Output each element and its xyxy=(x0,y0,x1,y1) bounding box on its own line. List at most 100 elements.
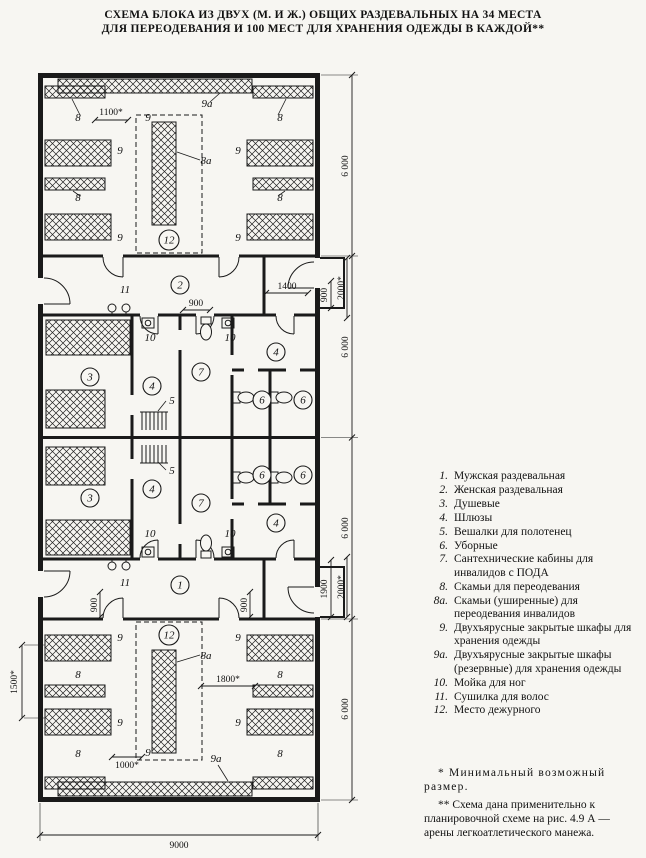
footnotes: * Минимальный возможный размер. ** Схема… xyxy=(424,766,642,840)
ref-label: 8а xyxy=(201,650,213,662)
ref-label: 5 xyxy=(169,395,175,407)
dim-label: 1800* xyxy=(216,675,240,685)
ref-label: 9 xyxy=(145,112,151,124)
room-number: 4 xyxy=(273,347,279,359)
room-circle xyxy=(142,376,162,396)
hair-dryer-icons xyxy=(107,303,131,571)
legend-item-text: Двухъярусные закрытые шкафы (резервные) … xyxy=(454,649,622,675)
dimension-ticks xyxy=(18,71,356,839)
legend-item-number: 12. xyxy=(433,704,448,717)
room-circle xyxy=(191,493,211,513)
room-circle xyxy=(80,367,100,387)
drawing-title: СХЕМА БЛОКА ИЗ ДВУХ (М. И Ж.) ОБЩИХ РАЗД… xyxy=(0,8,646,36)
entrance-vestibules xyxy=(320,257,345,618)
legend-item-number: 8а. xyxy=(433,594,448,607)
drawing-title-line2: ДЛЯ ПЕРЕОДЕВАНИЯ И 100 МЕСТ ДЛЯ ХРАНЕНИЯ… xyxy=(101,23,545,35)
ref-label: 11 xyxy=(120,284,130,296)
dimension-lines xyxy=(21,75,353,836)
room-circle xyxy=(170,275,190,295)
legend-item-number: 9а. xyxy=(433,649,448,662)
dim-label: 1400 xyxy=(278,282,297,292)
room-number: 4 xyxy=(273,518,279,530)
ref-label: 8 xyxy=(277,192,283,204)
room-circle xyxy=(252,390,272,410)
ref-label: 9а xyxy=(211,753,223,765)
ref-label: 9 xyxy=(145,747,151,759)
dim-label: 900 xyxy=(240,598,250,613)
legend-item-text: Место дежурного xyxy=(454,704,541,717)
room-circle xyxy=(158,229,180,251)
legend-item-text: Сантехнические кабины для инвалидов с ПО… xyxy=(454,553,594,579)
room-number: 12 xyxy=(164,235,176,247)
legend-item-number: 3. xyxy=(439,497,448,510)
dim-label: 900 xyxy=(320,288,330,303)
room-number: 7 xyxy=(198,367,204,379)
doors xyxy=(43,256,315,619)
legend-item: 6.Уборные xyxy=(424,540,642,553)
legend-item-number: 10. xyxy=(433,676,448,689)
legend-item-text: Душевые xyxy=(454,497,500,510)
towel-rail-icons xyxy=(140,411,168,464)
legend-item: 12. Место дежурного xyxy=(424,704,642,717)
room-number: 2 xyxy=(177,280,183,292)
legend-item-text: Мойка для ног xyxy=(454,676,526,689)
legend-item: 8а. Скамьи (уширенные) для переодевания и… xyxy=(424,595,642,622)
ref-label: 10 xyxy=(145,332,157,344)
room-number: 6 xyxy=(300,395,306,407)
ref-label: 10 xyxy=(225,528,237,540)
legend-item-text: Скамьи (уширенные) для переодевания инва… xyxy=(454,594,578,621)
dim-label: 900 xyxy=(189,299,204,309)
benches-and-lockers xyxy=(44,78,314,797)
room-number: 1 xyxy=(177,580,183,592)
legend-item: 3. Душевые xyxy=(424,498,642,511)
ref-label: 8 xyxy=(277,669,283,681)
legend-item-text: Уборные xyxy=(454,539,498,552)
room-number: 7 xyxy=(198,498,204,510)
outer-walls xyxy=(38,73,320,802)
legend-item: 4.Шлюзы xyxy=(424,512,642,525)
ref-label: 8 xyxy=(277,748,283,760)
dim-label: 1900 xyxy=(320,579,330,598)
legend-item: 8.Скамьи для переодевания xyxy=(424,581,642,594)
dim-label: 6 000 xyxy=(341,517,351,539)
drawing-title-line1: СХЕМА БЛОКА ИЗ ДВУХ (М. И Ж.) ОБЩИХ РАЗД… xyxy=(104,9,542,21)
room-number: 6 xyxy=(259,470,265,482)
ref-label: 9а xyxy=(202,98,214,110)
legend-item-text: Скамьи для переодевания xyxy=(454,580,580,593)
dim-label: 9000 xyxy=(170,841,189,851)
ref-label: 8 xyxy=(75,192,81,204)
legend-item: 7.Сантехнические кабины для инвалидов с … xyxy=(424,553,642,580)
toilet-icons xyxy=(200,316,293,559)
legend-item-text: Вешалки для полотенец xyxy=(454,525,572,538)
dim-label: 900 xyxy=(90,598,100,613)
footnote-minimal-size: * Минимальный возможный размер. xyxy=(424,767,606,793)
ref-label: 9 xyxy=(117,232,123,244)
dim-label: 6 000 xyxy=(341,336,351,358)
room-number: 4 xyxy=(149,484,155,496)
ref-label: 8 xyxy=(75,112,81,124)
ref-label: 10 xyxy=(225,332,237,344)
room-circle xyxy=(293,390,313,410)
dim-label: 2000* xyxy=(337,575,347,599)
ref-label: 9 xyxy=(235,145,241,157)
legend-item-text: Двухъярусные закрытые шкафы для хранения… xyxy=(454,621,632,648)
room-number: 3 xyxy=(86,372,93,384)
room-circle xyxy=(293,465,313,485)
legend-item-number: 11. xyxy=(434,690,448,703)
room-circle xyxy=(266,513,286,533)
dim-label: 2000* xyxy=(337,276,347,300)
ref-label: 10 xyxy=(145,528,157,540)
legend-item: 9а. Двухъярусные закрытые шкафы (резервны… xyxy=(424,649,642,676)
legend-item-text: Мужская раздевальная xyxy=(454,470,566,482)
room-number: 4 xyxy=(149,381,155,393)
footnote-scheme-reference: ** Схема дана применительно к планировоч… xyxy=(424,799,610,839)
legend-item: 2.Женская раздевальная xyxy=(424,484,642,497)
room-circle xyxy=(158,624,180,646)
foot-wash-icons xyxy=(141,317,235,558)
ref-label: 9 xyxy=(117,145,123,157)
dim-label: 1000* xyxy=(115,761,139,771)
legend-item: 9.Двухъярусные закрытые шкафы для хранен… xyxy=(424,622,642,649)
legend-item-text: Женская раздевальная xyxy=(454,483,563,496)
